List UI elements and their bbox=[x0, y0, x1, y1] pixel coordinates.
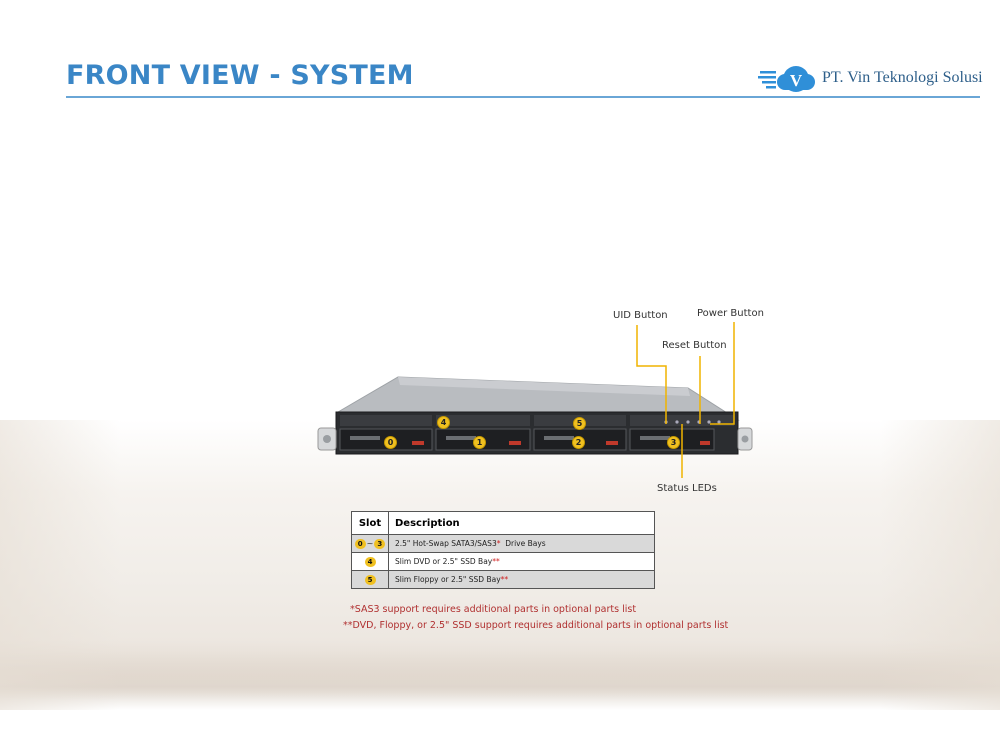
description-cell: 2.5" Hot-Swap SATA3/SAS3* Drive Bays bbox=[388, 534, 655, 553]
page-title: FRONT VIEW - SYSTEM bbox=[66, 60, 414, 91]
slot-table: Slot Description 0~3 2.5" Hot-Swap SATA3… bbox=[351, 511, 655, 589]
power-button-label: Power Button bbox=[697, 308, 764, 319]
company-logo: V PT. Vin Teknologi Solusi bbox=[758, 62, 983, 94]
slot-badge: 3 bbox=[374, 538, 386, 549]
logo-letter: V bbox=[790, 71, 803, 90]
reset-button-label: Reset Button bbox=[662, 340, 727, 351]
footnote-mark: * bbox=[496, 539, 501, 548]
right-fade bbox=[880, 420, 1000, 710]
floor-reflection bbox=[0, 640, 1000, 700]
slot-cell: 0~3 bbox=[351, 534, 389, 553]
uid-button-label: UID Button bbox=[613, 310, 668, 321]
slot-cell: 4 bbox=[351, 552, 389, 571]
description-suffix: Drive Bays bbox=[500, 539, 546, 548]
left-fade bbox=[0, 420, 120, 710]
table-row: 5 Slim Floppy or 2.5" SSD Bay** bbox=[351, 570, 655, 589]
slot-badge: 5 bbox=[364, 574, 376, 585]
description-text: Slim DVD or 2.5" SSD Bay bbox=[395, 557, 493, 566]
table-row: 0~3 2.5" Hot-Swap SATA3/SAS3* Drive Bays bbox=[351, 534, 655, 553]
table-header-row: Slot Description bbox=[351, 511, 655, 535]
footnote-sas3: *SAS3 support requires additional parts … bbox=[350, 604, 637, 615]
status-leds-label: Status LEDs bbox=[657, 483, 717, 494]
cloud-logo-icon: V bbox=[758, 66, 815, 92]
description-cell: Slim DVD or 2.5" SSD Bay** bbox=[388, 552, 655, 571]
company-name: PT. Vin Teknologi Solusi bbox=[822, 69, 983, 86]
description-header: Description bbox=[388, 511, 655, 535]
footnote-mark: ** bbox=[492, 557, 500, 566]
footnote-mark: ** bbox=[500, 575, 509, 584]
slot-cell: 5 bbox=[351, 570, 389, 589]
description-text: 2.5" Hot-Swap SATA3/SAS3 bbox=[395, 539, 497, 548]
table-row: 4 Slim DVD or 2.5" SSD Bay** bbox=[351, 552, 655, 571]
slot-badge: 0 bbox=[354, 538, 366, 549]
title-underline bbox=[66, 96, 980, 98]
slot-badge: 4 bbox=[364, 556, 376, 567]
slot-range-sep: ~ bbox=[366, 538, 374, 548]
slot-header: Slot bbox=[351, 511, 389, 535]
description-text: Slim Floppy or 2.5" SSD Bay bbox=[395, 575, 501, 584]
footnote-dvd-floppy: **DVD, Floppy, or 2.5" SSD support requi… bbox=[343, 620, 729, 631]
description-cell: Slim Floppy or 2.5" SSD Bay** bbox=[388, 570, 655, 589]
